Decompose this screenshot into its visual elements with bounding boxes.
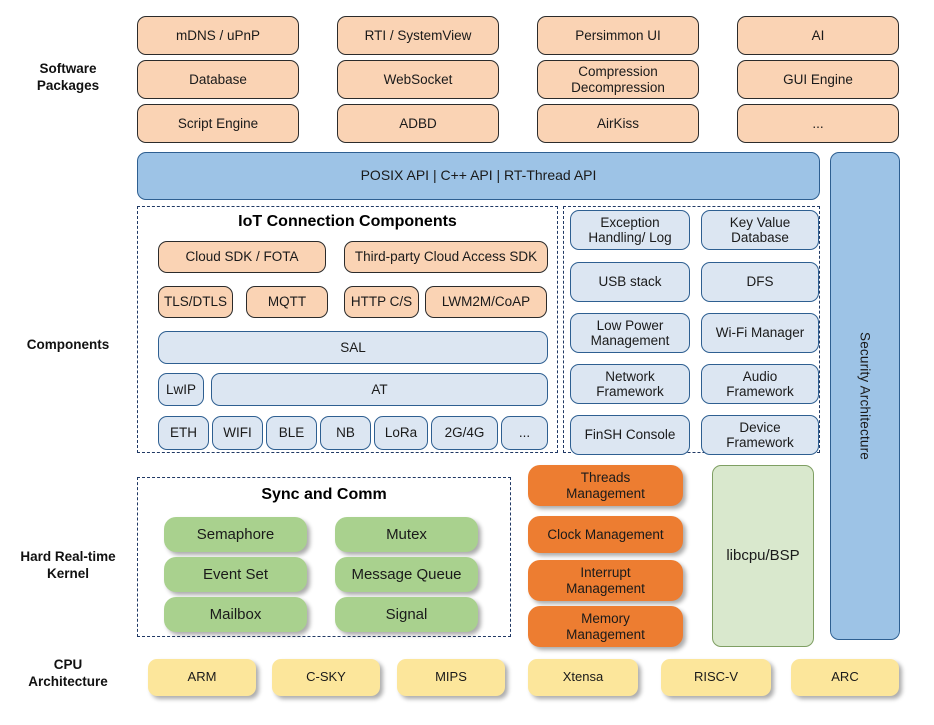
cpu-arch-mips[interactable]: MIPS: [397, 659, 505, 696]
sync-comm-group-frame: [137, 477, 511, 637]
kernel-memory-management[interactable]: Memory Management: [528, 606, 683, 647]
iot-protocol-tls-dtls[interactable]: TLS/DTLS: [158, 286, 233, 318]
component-network-framework[interactable]: Network Framework: [570, 364, 690, 404]
iot-connection-group-title: IoT Connection Components: [238, 213, 457, 230]
component-key-value-database[interactable]: Key Value Database: [701, 210, 819, 250]
component-finsh-console[interactable]: FinSH Console: [570, 415, 690, 455]
iot-at[interactable]: AT: [211, 373, 548, 406]
software-package-script-engine[interactable]: Script Engine: [137, 104, 299, 143]
software-package-gui-engine[interactable]: GUI Engine: [737, 60, 899, 99]
sync-semaphore[interactable]: Semaphore: [164, 517, 307, 552]
iot-cloud-sdk-fota[interactable]: Cloud SDK / FOTA: [158, 241, 326, 273]
kernel-threads-management[interactable]: Threads Management: [528, 465, 683, 506]
component-usb-stack[interactable]: USB stack: [570, 262, 690, 302]
component-audio-framework[interactable]: Audio Framework: [701, 364, 819, 404]
component-low-power-management[interactable]: Low Power Management: [570, 313, 690, 353]
iot-protocol-mqtt[interactable]: MQTT: [246, 286, 328, 318]
software-package-more[interactable]: ...: [737, 104, 899, 143]
component-device-framework[interactable]: Device Framework: [701, 415, 819, 455]
iot-sal[interactable]: SAL: [158, 331, 548, 364]
iot-protocol-lwm2m-coap[interactable]: LWM2M/CoAP: [425, 286, 547, 318]
row-label-kernel: Hard Real-time Kernel: [20, 549, 116, 582]
kernel-interrupt-management[interactable]: Interrupt Management: [528, 560, 683, 601]
iot-link-eth[interactable]: ETH: [158, 416, 209, 450]
cpu-arch-arc[interactable]: ARC: [791, 659, 899, 696]
component-exception-handling-log[interactable]: Exception Handling/ Log: [570, 210, 690, 250]
iot-lwip[interactable]: LwIP: [158, 373, 204, 406]
api-bar[interactable]: POSIX API | C++ API | RT-Thread API: [137, 152, 820, 200]
software-package-websocket[interactable]: WebSocket: [337, 60, 499, 99]
iot-protocol-http-cs[interactable]: HTTP C/S: [344, 286, 419, 318]
sync-comm-group-title: Sync and Comm: [261, 486, 387, 503]
software-package-adbd[interactable]: ADBD: [337, 104, 499, 143]
security-architecture-label: Security Architecture: [857, 331, 873, 460]
row-label-cpu: CPU Architecture: [28, 657, 108, 690]
kernel-clock-management[interactable]: Clock Management: [528, 516, 683, 553]
sync-mailbox[interactable]: Mailbox: [164, 597, 307, 632]
software-package-compression[interactable]: Compression Decompression: [537, 60, 699, 99]
software-package-rti-systemview[interactable]: RTI / SystemView: [337, 16, 499, 55]
sync-event-set[interactable]: Event Set: [164, 557, 307, 592]
row-label-components: Components: [26, 337, 110, 352]
component-dfs[interactable]: DFS: [701, 262, 819, 302]
iot-link-lora[interactable]: LoRa: [374, 416, 428, 450]
iot-connection-group-frame: [137, 206, 558, 453]
iot-third-party-cloud-sdk[interactable]: Third-party Cloud Access SDK: [344, 241, 548, 273]
software-package-airkiss[interactable]: AirKiss: [537, 104, 699, 143]
cpu-arch-c-sky[interactable]: C-SKY: [272, 659, 380, 696]
iot-link-2g-4g[interactable]: 2G/4G: [431, 416, 498, 450]
software-package-persimmon-ui[interactable]: Persimmon UI: [537, 16, 699, 55]
cpu-arch-arm[interactable]: ARM: [148, 659, 256, 696]
software-package-mdns-upnp[interactable]: mDNS / uPnP: [137, 16, 299, 55]
software-package-ai[interactable]: AI: [737, 16, 899, 55]
row-label-software-packages: Software Packages: [36, 61, 100, 94]
sync-mutex[interactable]: Mutex: [335, 517, 478, 552]
libcpu-bsp[interactable]: libcpu/BSP: [712, 465, 814, 647]
iot-link-nb[interactable]: NB: [320, 416, 371, 450]
iot-link-more[interactable]: ...: [501, 416, 548, 450]
sync-signal[interactable]: Signal: [335, 597, 478, 632]
sync-message-queue[interactable]: Message Queue: [335, 557, 478, 592]
component-group-frame: [563, 206, 820, 453]
cpu-arch-xtensa[interactable]: Xtensa: [528, 659, 638, 696]
cpu-arch-risc-v[interactable]: RISC-V: [661, 659, 771, 696]
security-architecture-bar[interactable]: Security Architecture: [830, 152, 900, 640]
iot-link-ble[interactable]: BLE: [266, 416, 317, 450]
software-package-database[interactable]: Database: [137, 60, 299, 99]
iot-link-wifi[interactable]: WIFI: [212, 416, 263, 450]
component-wifi-manager[interactable]: Wi-Fi Manager: [701, 313, 819, 353]
